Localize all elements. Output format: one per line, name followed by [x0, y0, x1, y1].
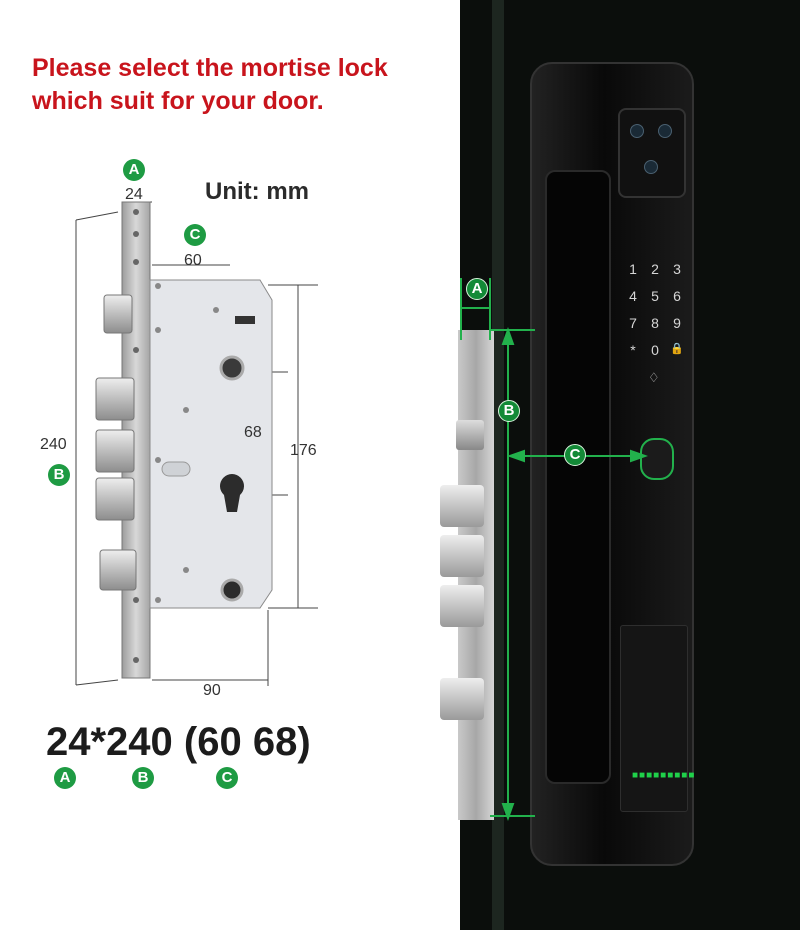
- key-6: 6: [673, 288, 681, 304]
- badge-c-spec: C: [216, 767, 238, 789]
- latch-bolt: [103, 294, 133, 334]
- dim-spacing: 68: [244, 424, 262, 441]
- fingerprint-sensor: [640, 438, 674, 480]
- lock-case: [149, 279, 273, 609]
- lower-panel: [620, 625, 688, 812]
- headline-line-1: Please select the mortise lock: [32, 54, 388, 82]
- key-9: 9: [673, 315, 681, 331]
- key-7: 7: [629, 315, 637, 331]
- badge-a-spec: A: [54, 767, 76, 789]
- dim-height: 240: [40, 436, 67, 453]
- badge-b-photo: B: [498, 400, 520, 422]
- badge-a-photo: A: [466, 278, 488, 300]
- lock-handle: [545, 170, 611, 784]
- camera-module: [618, 108, 686, 198]
- key-5: 5: [651, 288, 659, 304]
- badge-a-diagram: A: [123, 159, 145, 181]
- spec-text: 24*240 (60 68): [46, 720, 311, 764]
- key-1: 1: [629, 261, 637, 277]
- dim-faceplate-offset: 60: [184, 252, 202, 269]
- cylinder-hole: [220, 474, 245, 512]
- key-lock-icon: 🔒: [670, 343, 684, 355]
- badge-b-spec: B: [132, 767, 154, 789]
- indicator-lights: ■■■■■■■■■: [632, 770, 696, 781]
- dim-top-width: 24: [125, 186, 143, 203]
- headline-line-2: which suit for your door.: [32, 87, 324, 115]
- badge-c-diagram: C: [184, 224, 206, 246]
- measurement-guides: [460, 278, 648, 821]
- deadbolt-1: [95, 377, 135, 421]
- deadbolt-3: [95, 477, 135, 521]
- door-edge: [492, 0, 504, 930]
- headline: Please select the mortise lock which sui…: [32, 52, 462, 118]
- key-4: 4: [629, 288, 637, 304]
- deadbolt-4: [99, 549, 137, 591]
- spindle-hole: [219, 355, 245, 381]
- screw-hole: [220, 578, 244, 602]
- key-star: *: [630, 342, 636, 358]
- dim-span: 176: [290, 442, 317, 459]
- unit-label: Unit: mm: [205, 178, 309, 205]
- mortise-lock-diagram: [75, 201, 318, 686]
- deadbolt-2: [95, 429, 135, 473]
- dim-depth: 90: [203, 682, 221, 699]
- bell-icon: ♢: [648, 370, 660, 385]
- key-3: 3: [673, 261, 681, 277]
- badge-c-photo: C: [564, 444, 586, 466]
- key-8: 8: [651, 315, 659, 331]
- badge-b-diagram: B: [48, 464, 70, 486]
- key-2: 2: [651, 261, 659, 277]
- key-0: 0: [651, 342, 659, 358]
